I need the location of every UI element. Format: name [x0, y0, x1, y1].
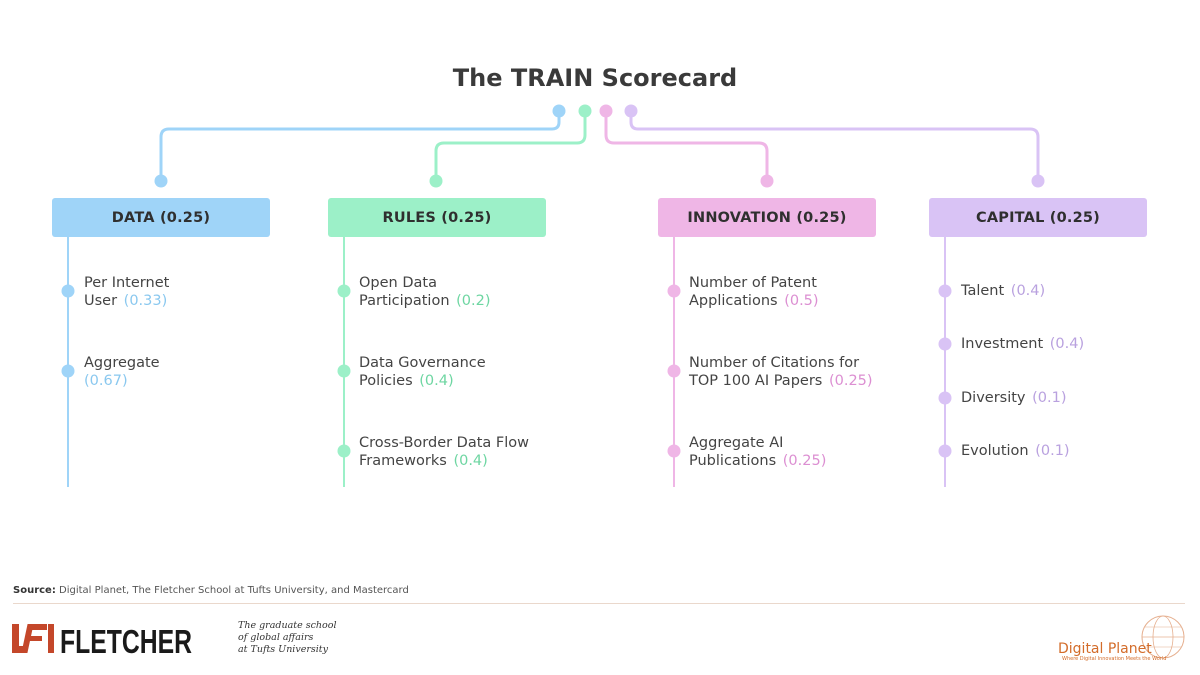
source-note: Source: Digital Planet, The Fletcher Sch… [13, 585, 409, 596]
bullet-innovation-2 [667, 364, 681, 378]
bullet-rules-2 [337, 364, 351, 378]
pillar-item-rules-governance: Data Governance Policies (0.4) [359, 355, 486, 389]
item-weight: (0.4) [453, 453, 488, 469]
bullet-data-1 [61, 284, 75, 298]
item-weight: (0.1) [1032, 390, 1067, 406]
end-dot-innovation [760, 174, 774, 188]
pillar-item-innovation-citations: Number of Citations for TOP 100 AI Paper… [689, 355, 873, 389]
bullet-rules-3 [337, 444, 351, 458]
pillar-header-rules: RULES (0.25) [328, 198, 546, 237]
item-weight: (0.67) [84, 373, 128, 389]
item-weight: (0.33) [123, 293, 168, 309]
page-title: The TRAIN Scorecard [452, 64, 738, 92]
pillar-item-capital-talent: Talent (0.4) [961, 283, 1046, 299]
item-weight: (0.1) [1035, 443, 1070, 459]
pillar-item-innovation-patents: Number of Patent Applications (0.5) [689, 275, 819, 309]
pillar-item-data-per-user: Per Internet User (0.33) [84, 275, 170, 309]
pillar-header-capital: CAPITAL (0.25) [929, 198, 1147, 237]
digital-planet-logo: Digital Planet [1058, 641, 1152, 657]
pillar-item-capital-investment: Investment (0.4) [961, 336, 1085, 352]
bullet-rules-1 [337, 284, 351, 298]
bullet-data-2 [61, 364, 75, 378]
end-dot-capital [1031, 174, 1045, 188]
item-weight: (0.4) [419, 373, 454, 389]
bullet-capital-4 [938, 444, 952, 458]
pillar-header-data: DATA (0.25) [52, 198, 270, 237]
pillar-item-data-aggregate: Aggregate (0.67) [84, 355, 160, 389]
bullet-capital-1 [938, 284, 952, 298]
bullet-innovation-3 [667, 444, 681, 458]
globe-icon [1141, 615, 1185, 659]
bullet-capital-3 [938, 391, 952, 405]
bullet-capital-2 [938, 337, 952, 351]
item-weight: (0.25) [828, 373, 873, 389]
connector-capital [629, 111, 1040, 181]
pillar-item-rules-open-data: Open Data Participation (0.2) [359, 275, 491, 309]
pillar-item-rules-cross-border: Cross-Border Data Flow Frameworks (0.4) [359, 435, 530, 469]
connector-innovation [604, 111, 769, 181]
pillar-header-innovation: INNOVATION (0.25) [658, 198, 876, 237]
pillar-item-capital-evolution: Evolution (0.1) [961, 443, 1070, 459]
pillar-item-innovation-publications: Aggregate AI Publications (0.25) [689, 435, 827, 469]
end-dot-data [154, 174, 168, 188]
connector-data [159, 111, 561, 181]
connector-rules [434, 111, 587, 181]
digital-planet-tagline: Where Digital Innovation Meets the World [1062, 656, 1167, 662]
item-weight: (0.2) [456, 293, 491, 309]
item-weight: (0.4) [1049, 336, 1085, 352]
bullet-innovation-1 [667, 284, 681, 298]
end-dot-rules [429, 174, 443, 188]
fletcher-tagline: The graduate school of global affairs at… [238, 620, 337, 655]
fletcher-logo: FLETCHER [12, 623, 192, 656]
item-weight: (0.4) [1010, 283, 1046, 299]
pillar-item-capital-diversity: Diversity (0.1) [961, 390, 1067, 406]
item-weight: (0.25) [782, 453, 827, 469]
svg-text:FLETCHER: FLETCHER [60, 623, 192, 656]
item-weight: (0.5) [784, 293, 819, 309]
footer-divider [13, 603, 1185, 604]
